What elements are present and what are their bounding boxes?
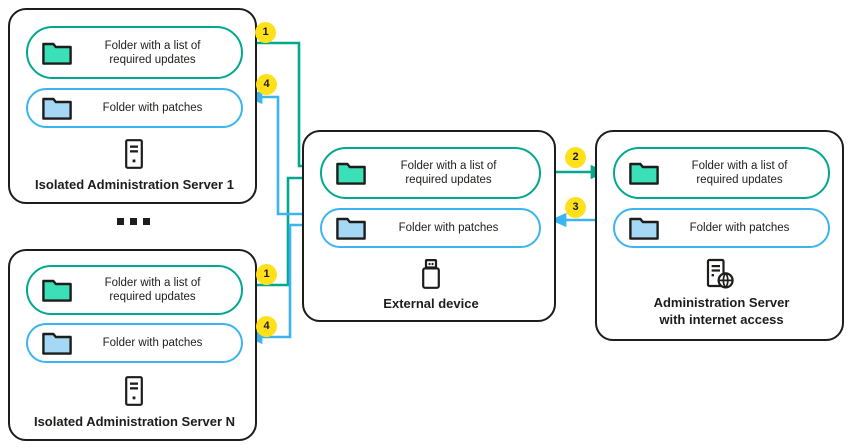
server-with-globe-icon [706, 258, 734, 289]
folder-pill-updates[interactable]: Folder with a list of required updates [613, 147, 830, 199]
folder-pill-updates[interactable]: Folder with a list of required updates [320, 147, 541, 199]
folder-icon [336, 217, 366, 240]
node-caption: Isolated Administration Server N [33, 414, 236, 429]
folder-pill-label: Folder with patches [102, 102, 203, 114]
folder-icon [336, 162, 366, 185]
node-admin-server-internet[interactable]: Folder with a list of required updates F… [595, 130, 844, 341]
server-tower-icon [125, 139, 143, 169]
folder-pill-patches[interactable]: Folder with patches [26, 323, 243, 363]
folder-pill-label: Folder with patches [102, 337, 203, 349]
folder-pill-label: Folder with a list of required updates [104, 39, 201, 66]
folder-pill-label: Folder with patches [689, 222, 790, 234]
folder-pill-label: Folder with patches [398, 222, 499, 234]
node-external-device[interactable]: Folder with a list of required updates F… [302, 130, 556, 322]
step-badge-3: 3 [565, 197, 586, 218]
folder-pill-patches[interactable]: Folder with patches [26, 88, 243, 128]
folder-pill-label: Folder with a list of required updates [400, 160, 497, 186]
step-badge-4-top: 4 [256, 74, 277, 95]
folder-icon [42, 42, 72, 65]
usb-flash-drive-icon [422, 258, 440, 289]
folder-pill-updates[interactable]: Folder with a list of required updates [26, 265, 243, 315]
folder-pill-label: Folder with a list of required updates [691, 160, 788, 186]
server-tower-icon [125, 376, 143, 406]
ellipsis-dot [143, 218, 150, 225]
node-isolated-server-1[interactable]: Folder with a list of required updates F… [8, 8, 257, 204]
step-badge-4-bottom: 4 [256, 316, 277, 337]
folder-icon [629, 162, 659, 185]
folder-pill-label: Folder with a list of required updates [104, 277, 201, 303]
ellipsis-dot [130, 218, 137, 225]
folder-pill-updates[interactable]: Folder with a list of required updates [26, 26, 243, 79]
folder-pill-patches[interactable]: Folder with patches [613, 208, 830, 248]
step-badge-2: 2 [565, 147, 586, 168]
folder-icon [42, 279, 72, 302]
step-badge-1-top: 1 [255, 22, 276, 43]
folder-pill-patches[interactable]: Folder with patches [320, 208, 541, 248]
step-badge-1-bottom: 1 [256, 264, 277, 285]
folder-icon [629, 217, 659, 240]
folder-icon [42, 332, 72, 355]
ellipsis-separator [117, 218, 150, 225]
node-caption: Isolated Administration Server 1 [35, 177, 234, 192]
ellipsis-dot [117, 218, 124, 225]
node-caption: External device [383, 296, 479, 311]
folder-icon [42, 97, 72, 120]
node-isolated-server-n[interactable]: Folder with a list of required updates F… [8, 249, 257, 441]
node-caption: Administration Server with internet acce… [653, 295, 790, 327]
